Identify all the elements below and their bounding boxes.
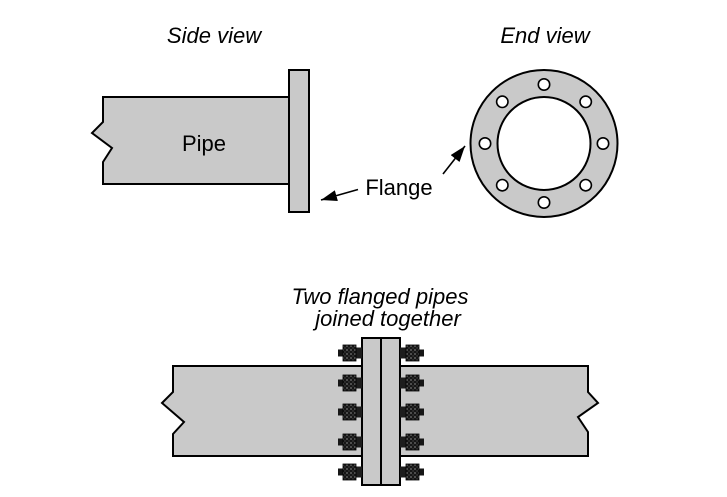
bolt [399, 344, 425, 362]
pipe-label: Pipe [182, 131, 226, 156]
end-view-pipe-bore [496, 96, 592, 191]
bolt-hole [478, 137, 492, 151]
bolt-hole [579, 95, 593, 109]
side-view-title: Side view [167, 23, 263, 48]
flange-callout-label: Flange [365, 175, 432, 200]
joined-caption-line1: Two flanged pipes [292, 284, 469, 309]
bolt [337, 463, 363, 481]
bolt-hole [537, 78, 551, 92]
joined-caption-line2: joined together [312, 306, 462, 331]
bolt-hole [495, 95, 509, 109]
joined-left-pipe [160, 365, 363, 457]
bolt [337, 344, 363, 362]
joined-right-pipe [399, 365, 600, 457]
end-view-title: End view [500, 23, 591, 48]
bolt [399, 463, 425, 481]
side-view-flange [288, 69, 310, 213]
bolt-hole [579, 178, 593, 192]
bolt-hole [537, 196, 551, 210]
joined-flange-right [380, 337, 401, 486]
flange-arrow-to-end-view [442, 145, 466, 175]
flange-arrow-to-side-view [320, 188, 359, 202]
bolt-hole [596, 137, 610, 151]
joined-flange-left [361, 337, 382, 486]
bolt-hole [495, 178, 509, 192]
